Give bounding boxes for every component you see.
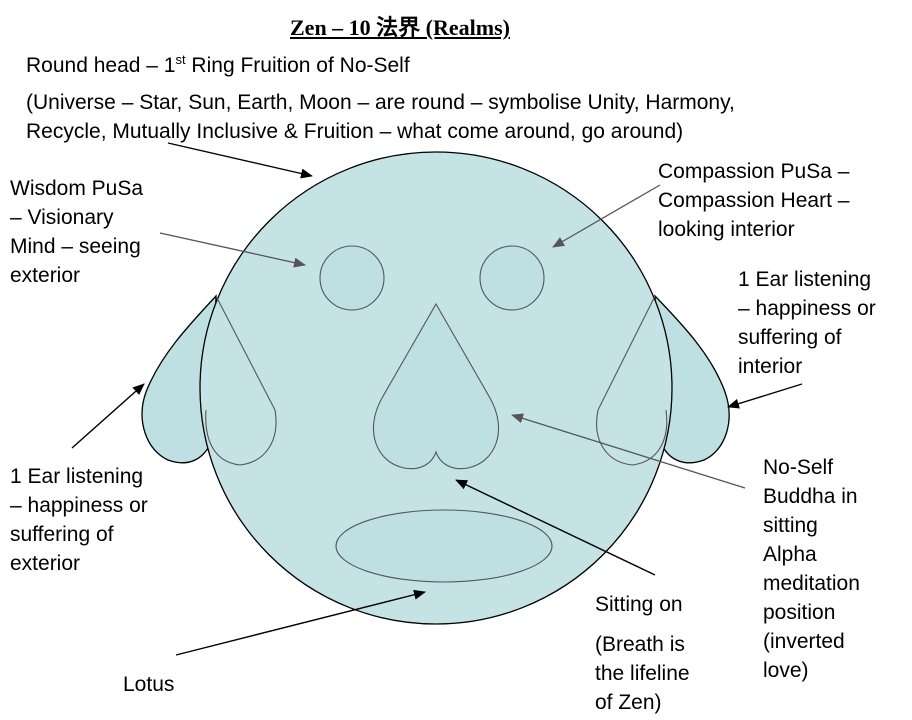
no-self-line: position <box>763 601 836 624</box>
no-self-line: (inverted <box>763 630 845 653</box>
round-head-label: Round head – 1st Ring Fruition of No-Sel… <box>26 51 410 80</box>
left-eye <box>319 245 385 311</box>
ear-right-label: 1 Ear listening – happiness or suffering… <box>738 265 876 381</box>
arrow-lotus <box>175 589 426 656</box>
sitting-on-label: Sitting on <box>595 593 683 616</box>
ear-right-line: 1 Ear listening <box>738 268 872 291</box>
right-ear-inner <box>596 295 668 466</box>
no-self-line: meditation <box>763 572 860 595</box>
arrow-no-self-nose <box>511 413 746 489</box>
lotus-label: Lotus <box>123 673 175 696</box>
ear-right-line: interior <box>738 355 803 378</box>
no-self-line: Buddha in <box>763 485 858 508</box>
round-head-prefix: Round head – 1 <box>26 54 176 77</box>
ear-left-line: suffering of <box>10 523 114 546</box>
breath-line: the lifeline <box>595 662 690 685</box>
mouth-lotus <box>335 509 553 583</box>
ear-left-label: 1 Ear listening – happiness or suffering… <box>10 462 148 578</box>
arrow-compassion-eye <box>552 184 661 248</box>
arrow-round-head <box>167 142 313 179</box>
no-self-line: No-Self <box>763 456 834 479</box>
wisdom-line: Mind – seeing <box>10 235 141 258</box>
nose-inverted-heart <box>372 302 500 470</box>
universe-note: (Universe – Star, Sun, Earth, Moon – are… <box>26 88 735 146</box>
ear-left-line: exterior <box>10 552 81 575</box>
ear-left-line: 1 Ear listening <box>10 465 144 488</box>
no-self-line: Alpha <box>763 543 817 566</box>
no-self-line: love) <box>763 659 809 682</box>
wisdom-line: Wisdom PuSa <box>10 177 144 200</box>
compassion-line: Compassion PuSa – <box>658 160 850 183</box>
compassion-line: Compassion Heart – <box>658 189 850 212</box>
arrow-right-ear <box>727 383 803 409</box>
compassion-line: looking interior <box>658 218 795 241</box>
left-ear-inner <box>205 295 277 466</box>
arrow-wisdom-eye <box>159 232 306 268</box>
wisdom-line: – Visionary <box>10 206 114 229</box>
breath-line: of Zen) <box>595 691 662 714</box>
left-ear <box>141 294 217 464</box>
no-self-label: No-Self Buddha in sitting Alpha meditati… <box>763 453 860 685</box>
right-eye <box>479 245 545 311</box>
wisdom-line: exterior <box>10 264 81 287</box>
ear-left-line: – happiness or <box>10 494 148 517</box>
arrow-left-ear <box>71 383 145 449</box>
no-self-line: sitting <box>763 514 818 537</box>
universe-note-line: Recycle, Mutually Inclusive & Fruition –… <box>26 120 684 143</box>
arrow-sitting-on <box>455 479 656 576</box>
wisdom-label: Wisdom PuSa – Visionary Mind – seeing ex… <box>10 174 143 290</box>
right-ear <box>654 294 730 464</box>
ear-right-line: suffering of <box>738 326 842 349</box>
universe-note-line: (Universe – Star, Sun, Earth, Moon – are… <box>26 91 735 114</box>
breath-label: (Breath is the lifeline of Zen) <box>595 630 690 717</box>
compassion-label: Compassion PuSa – Compassion Heart – loo… <box>658 157 849 244</box>
round-head-suffix: Ring Fruition of No-Self <box>185 54 410 77</box>
ear-right-line: – happiness or <box>738 297 876 320</box>
round-head-superscript: st <box>175 52 186 67</box>
diagram-title: Zen – 10 法界 (Realms) <box>290 15 510 40</box>
breath-line: (Breath is <box>595 633 685 656</box>
